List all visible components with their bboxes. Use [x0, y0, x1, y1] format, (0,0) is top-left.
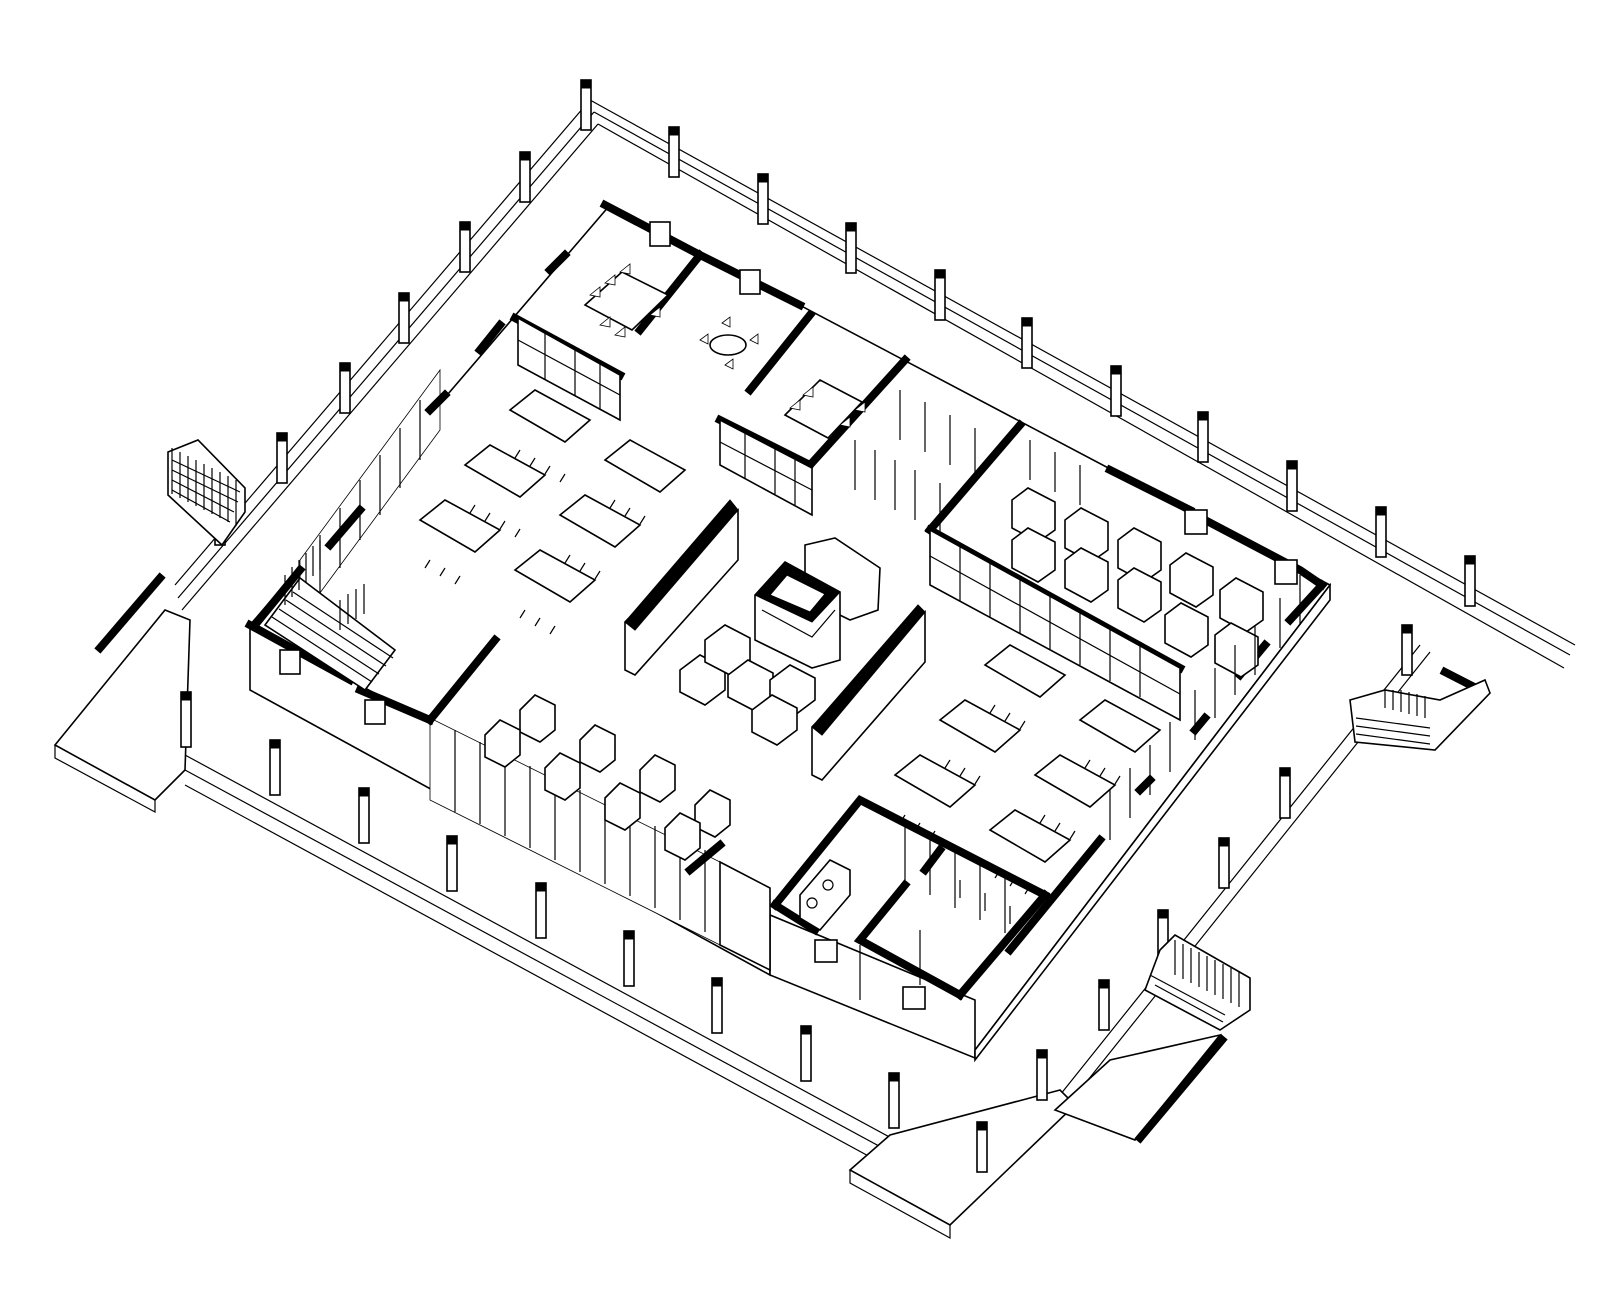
study-tables [418, 389, 1162, 863]
bookshelves [517, 316, 1181, 722]
lounge-armchairs [484, 624, 816, 861]
internal-staircase [263, 540, 397, 692]
restroom-block [799, 820, 1011, 1010]
lecture-room-seating [1011, 487, 1264, 678]
exterior-stairs [167, 439, 1491, 1031]
central-display-case [754, 537, 881, 669]
windows [279, 221, 1301, 840]
partition-walls [624, 499, 926, 781]
office-chairs [424, 449, 1121, 895]
meeting-rooms [583, 263, 866, 439]
